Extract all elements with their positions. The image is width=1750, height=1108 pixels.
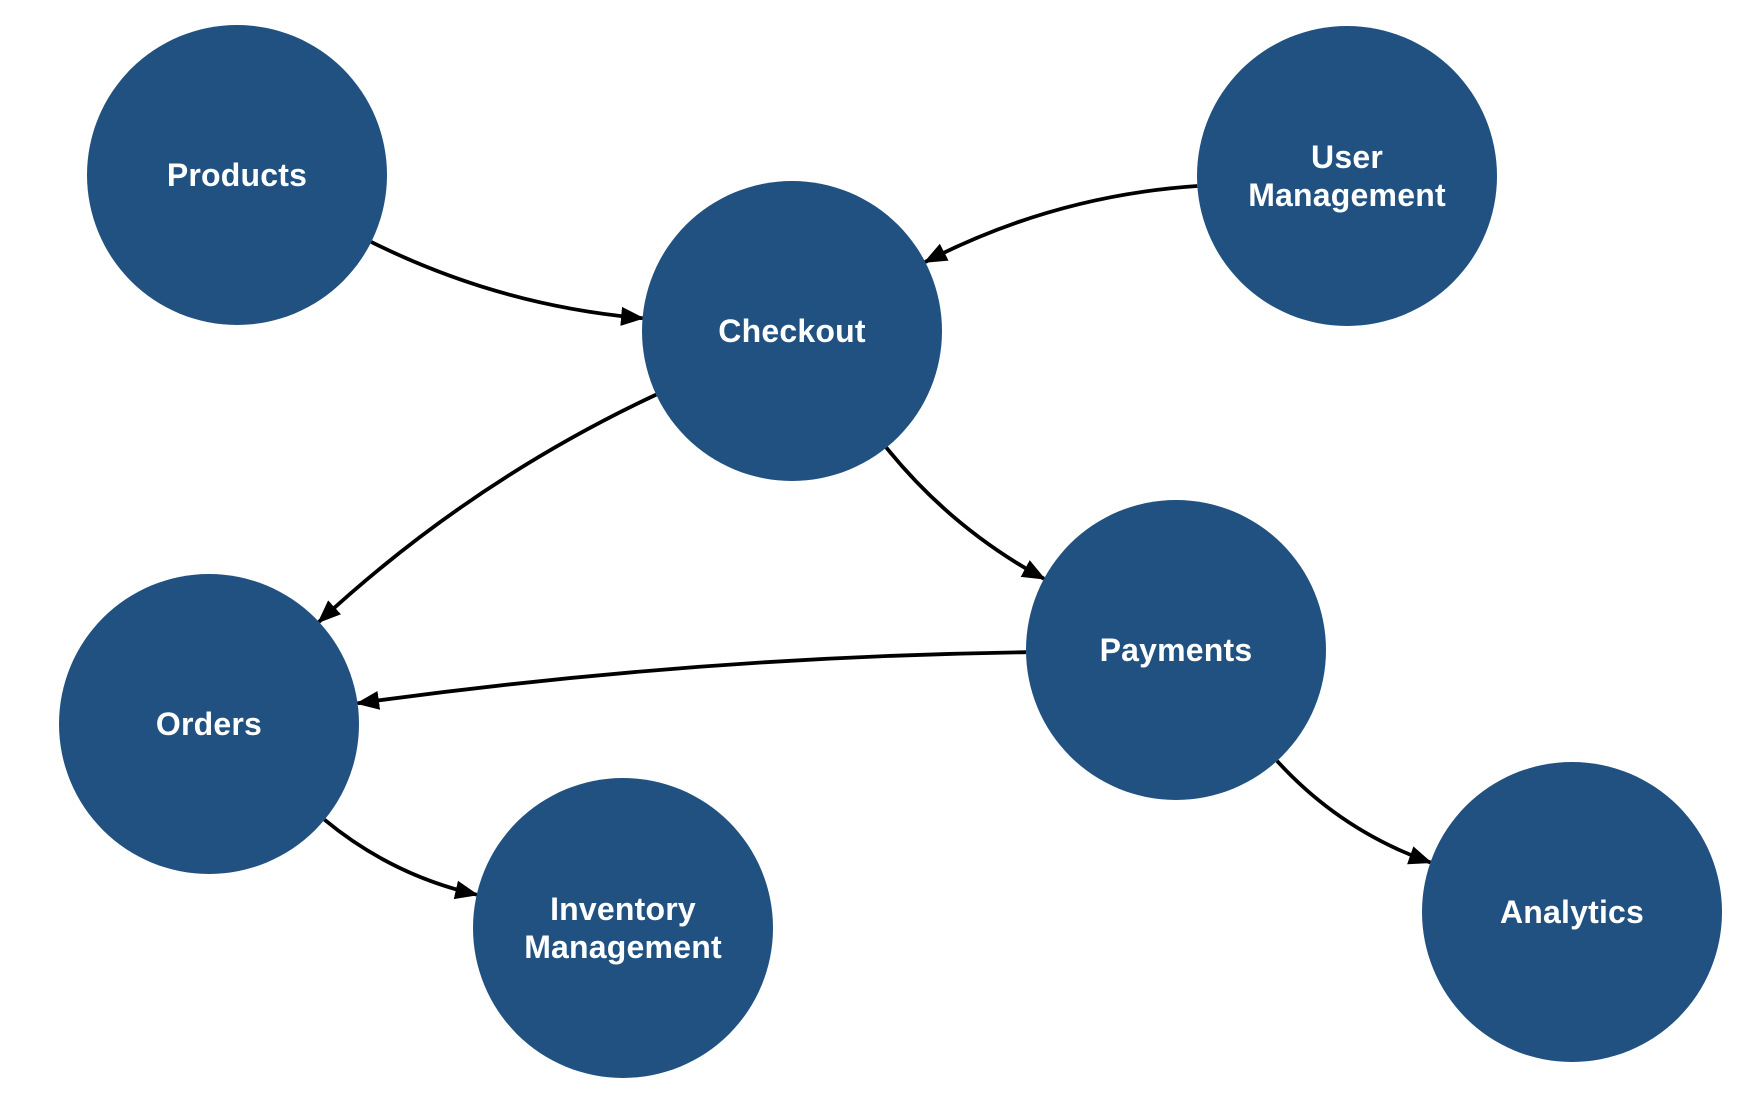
- edge-user-management-to-checkout: [923, 184, 1198, 264]
- edge-checkout-to-orders: [317, 392, 658, 624]
- node-inventory-management[interactable]: Inventory Management: [473, 778, 773, 1078]
- node-label-products: Products: [166, 156, 308, 193]
- edge-payments-to-orders: [355, 650, 1027, 710]
- node-label-analytics: Analytics: [1499, 893, 1645, 930]
- node-label-inventory-management: Inventory Management: [524, 890, 722, 965]
- node-orders[interactable]: Orders: [59, 574, 359, 874]
- node-payments[interactable]: Payments: [1026, 500, 1326, 800]
- node-label-payments: Payments: [1099, 631, 1253, 668]
- node-label-checkout: Checkout: [718, 312, 866, 349]
- node-products[interactable]: Products: [87, 25, 387, 325]
- edge-orders-to-inventory-management: [323, 818, 479, 900]
- node-analytics[interactable]: Analytics: [1422, 762, 1722, 1062]
- edge-payments-to-analytics: [1275, 759, 1433, 865]
- edge-checkout-to-payments: [884, 446, 1046, 581]
- edge-products-to-checkout: [370, 240, 645, 326]
- node-label-user-management: User Management: [1248, 138, 1446, 213]
- node-label-orders: Orders: [155, 705, 263, 742]
- node-checkout[interactable]: Checkout: [642, 181, 942, 481]
- node-user-management[interactable]: User Management: [1197, 26, 1497, 326]
